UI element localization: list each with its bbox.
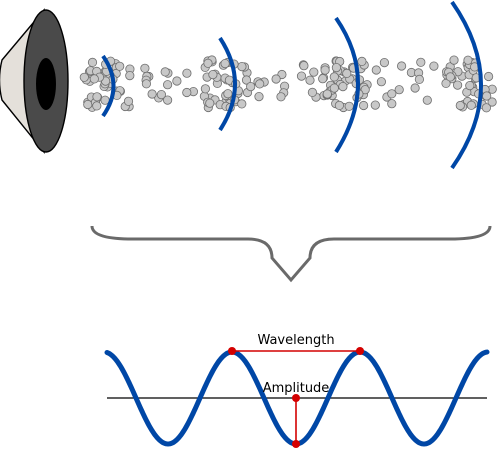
- air-particle: [296, 71, 307, 81]
- air-particle: [422, 95, 432, 105]
- air-particle: [254, 92, 264, 102]
- air-particle: [125, 71, 135, 81]
- air-particle: [358, 100, 369, 111]
- air-particle: [394, 85, 404, 95]
- air-particle: [410, 83, 420, 93]
- air-particle: [87, 57, 98, 68]
- air-particle: [305, 75, 315, 85]
- air-particle: [482, 91, 492, 101]
- wavefront-1: [101, 54, 116, 118]
- air-particle: [322, 89, 332, 99]
- air-particle: [379, 57, 389, 68]
- air-particle: [487, 97, 497, 107]
- air-particle: [246, 82, 256, 92]
- air-particle: [342, 68, 352, 79]
- air-particle: [449, 55, 459, 65]
- air-particle: [387, 99, 397, 109]
- air-particle: [271, 74, 281, 84]
- air-particle: [429, 61, 439, 71]
- air-particle: [299, 61, 309, 71]
- wavefront-3: [334, 16, 360, 154]
- air-particle: [163, 95, 173, 105]
- air-particle: [360, 85, 370, 95]
- amplitude-point-bottom: [292, 440, 300, 448]
- air-particle: [141, 79, 151, 89]
- air-particle: [203, 58, 213, 68]
- air-particle: [140, 63, 150, 73]
- speaker-icon: [0, 8, 69, 154]
- air-particle: [160, 67, 170, 77]
- air-particle: [309, 67, 319, 77]
- air-particle: [344, 101, 354, 111]
- air-particle: [147, 89, 157, 99]
- wavefront-2: [218, 36, 237, 132]
- air-particle: [329, 83, 339, 93]
- air-particle: [205, 98, 215, 108]
- wavelength-label: Wavelength: [257, 333, 334, 348]
- air-particle: [387, 89, 397, 99]
- air-particle: [357, 56, 367, 67]
- air-particle: [255, 79, 265, 89]
- air-particle: [318, 74, 328, 84]
- air-particle: [182, 87, 192, 98]
- air-particles: [79, 55, 497, 113]
- air-particle: [208, 70, 218, 80]
- sine-wave-section: Wavelength Amplitude: [104, 333, 490, 448]
- amplitude-label: Amplitude: [263, 381, 330, 396]
- air-particle: [445, 72, 455, 82]
- air-particle: [466, 100, 476, 110]
- air-particle: [163, 80, 173, 90]
- air-particle: [307, 87, 317, 98]
- air-particle: [83, 99, 93, 110]
- air-particle: [371, 65, 381, 75]
- air-particle: [79, 72, 89, 82]
- air-particle: [320, 65, 330, 75]
- air-particle: [329, 72, 339, 82]
- air-particle: [334, 100, 344, 111]
- amplitude-point-top: [292, 394, 300, 402]
- wavefront-4: [450, 0, 483, 170]
- air-particle: [182, 68, 192, 78]
- air-particle: [92, 101, 102, 111]
- air-particle: [338, 82, 348, 92]
- air-particle: [237, 61, 247, 72]
- air-particle: [200, 84, 210, 94]
- air-particle: [172, 76, 182, 86]
- air-particle: [416, 57, 426, 67]
- air-particle: [115, 61, 125, 71]
- air-particle: [223, 89, 233, 99]
- wavelength-point-left: [228, 347, 236, 355]
- air-particle: [396, 61, 407, 71]
- air-particle: [241, 75, 252, 85]
- air-particle: [376, 77, 386, 87]
- air-particle: [156, 90, 166, 100]
- wavefronts: [101, 0, 483, 170]
- air-particle: [455, 100, 465, 111]
- air-particle: [123, 96, 134, 106]
- air-particle: [483, 71, 494, 82]
- air-particle: [481, 103, 491, 113]
- wavelength-point-right: [356, 347, 364, 355]
- air-particle: [220, 58, 230, 69]
- air-particle: [370, 100, 380, 110]
- air-particle: [276, 92, 286, 102]
- air-particle: [465, 81, 475, 91]
- air-particle: [237, 99, 247, 109]
- air-particle: [331, 62, 341, 73]
- air-particle: [92, 92, 102, 102]
- air-particle: [452, 80, 463, 90]
- air-particle: [89, 74, 99, 84]
- air-particle: [414, 74, 424, 85]
- curly-brace: [90, 225, 492, 283]
